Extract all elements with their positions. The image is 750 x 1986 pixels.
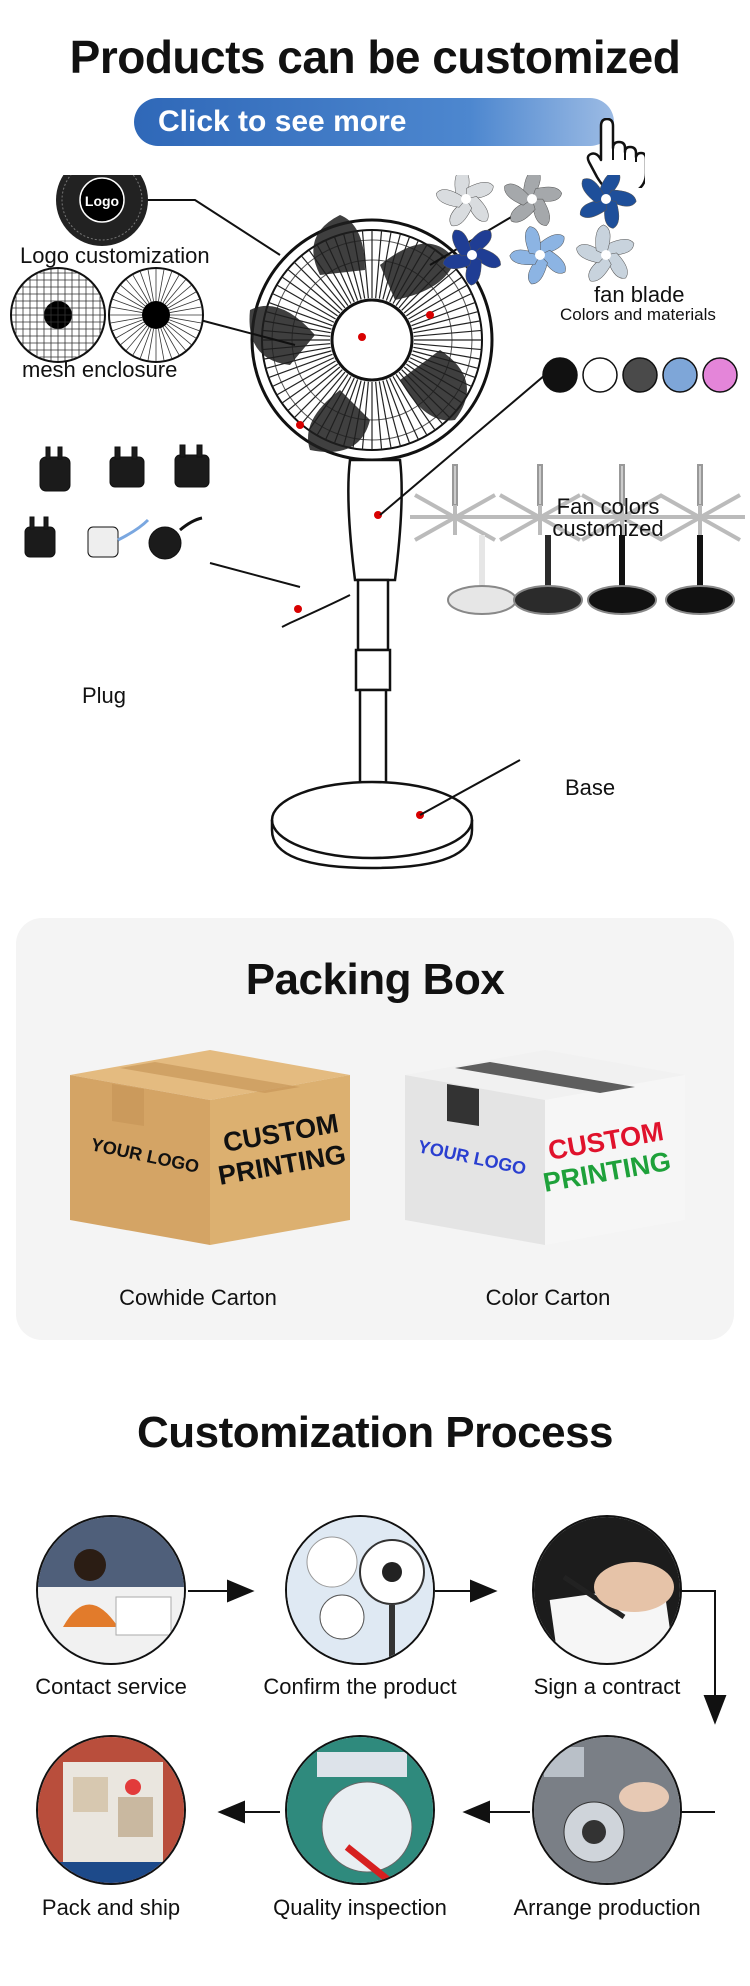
- color-swatch: [702, 357, 738, 393]
- base-label: Base: [565, 775, 616, 800]
- fan-blade-sublabel: Colors and materials: [560, 305, 716, 324]
- cowhide-carton-image: YOUR LOGO CUSTOM PRINTING: [70, 1050, 350, 1245]
- step-arrange-production-image: [532, 1735, 682, 1885]
- logo-badge-text: Logo: [85, 193, 119, 209]
- process-title: Customization Process: [136, 1408, 614, 1457]
- step-pack-ship-image: [36, 1735, 186, 1885]
- step-label-contact-service: Contact service: [35, 1674, 187, 1699]
- logo-customization-label: Logo customization: [20, 243, 210, 268]
- page-title: Products can be customized: [69, 31, 681, 83]
- logo-badge-icon: [56, 175, 148, 246]
- pointer-hand-icon: [586, 118, 645, 188]
- mesh-enclosure-label: mesh enclosure: [22, 357, 178, 382]
- color-carton-label: Color Carton: [485, 1285, 611, 1310]
- fan-diagram: Logo: [10, 175, 745, 870]
- fan-colors-label-2: customized: [552, 516, 664, 541]
- step-confirm-product-image: [285, 1515, 435, 1665]
- step-quality-inspection-image: [285, 1735, 435, 1885]
- base-icons: [410, 464, 745, 615]
- step-label-arrange-production: Arrange production: [513, 1895, 701, 1920]
- fan-stand: [270, 458, 474, 870]
- color-carton-image: YOUR LOGO CUSTOM PRINTING: [405, 1050, 685, 1245]
- packing-box-title: Packing Box: [245, 955, 505, 1004]
- step-label-pack-ship: Pack and ship: [41, 1895, 181, 1920]
- step-label-quality-inspection: Quality inspection: [273, 1895, 447, 1920]
- fan-blade-icons: [435, 175, 637, 286]
- fan-colors-label-1: Fan colors: [556, 494, 660, 519]
- step-label-sign-contract: Sign a contract: [533, 1674, 681, 1699]
- mesh-guard-icons: [10, 267, 204, 363]
- plug-icons: [24, 444, 210, 560]
- color-swatch: [622, 357, 658, 393]
- step-contact-service-image: [36, 1515, 186, 1665]
- fan-head: [249, 215, 494, 462]
- plug-label: Plug: [82, 683, 127, 708]
- step-label-confirm-product: Confirm the product: [263, 1674, 457, 1699]
- color-swatch: [582, 357, 618, 393]
- fan-color-swatches: [542, 357, 738, 393]
- more-customizations-button[interactable]: Click to see more customizations: [134, 98, 614, 186]
- cowhide-carton-label: Cowhide Carton: [119, 1285, 277, 1310]
- color-swatch: [662, 357, 698, 393]
- color-swatch: [542, 357, 578, 393]
- fan-blade-label: fan blade: [594, 282, 685, 307]
- step-sign-contract-image: [532, 1515, 682, 1665]
- process-flow-arrows: [188, 1579, 727, 1824]
